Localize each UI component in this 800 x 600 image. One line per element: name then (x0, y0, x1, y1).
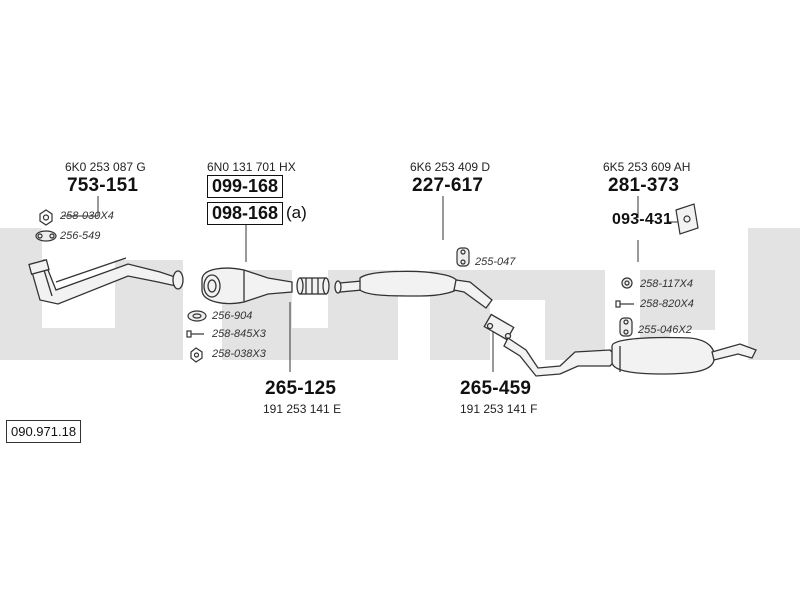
part-number: 753-151 (67, 175, 139, 196)
mount-bracket-icon (675, 203, 699, 235)
part-number-boxed: 099-168 (207, 175, 284, 198)
oe-number: 6K0 253 087 G (65, 160, 146, 174)
washer-icon (621, 277, 633, 289)
part-number: 265-459 (460, 378, 532, 399)
accessory-label: 256-549 (60, 230, 101, 242)
rubber-mount-icon (619, 317, 633, 337)
catalytic-converter (201, 267, 293, 305)
pipe-clamp (483, 313, 515, 341)
gasket-icon (35, 230, 57, 242)
middle-pipe (334, 270, 493, 309)
accessory-label: 255-046X2 (638, 324, 692, 336)
bolt-icon (186, 330, 204, 338)
rear-silencer (503, 336, 757, 377)
flex-connector (296, 277, 330, 295)
front-pipe (28, 257, 184, 305)
part-suffix: (a) (286, 203, 307, 222)
accessory-label: 258-845X3 (212, 328, 266, 340)
accessory-label: 258-117X4 (640, 278, 694, 290)
leader-lines (62, 196, 692, 372)
part-number-boxed: 098-168 (207, 202, 284, 225)
oe-number: 191 253 141 E (263, 402, 342, 416)
oe-number: 191 253 141 F (460, 402, 538, 416)
part-number: 281-373 (608, 175, 680, 196)
nut-icon (190, 347, 203, 363)
accessory-label: 258-038X3 (212, 348, 266, 360)
gasket-ring-icon (187, 310, 207, 322)
part-number: 227-617 (412, 175, 484, 196)
oe-number: 6K5 253 609 AH (603, 160, 691, 174)
part-number: 093-431 (612, 211, 673, 228)
part-number: 265-125 (265, 378, 337, 399)
accessory-label: 256-904 (212, 310, 253, 322)
oe-number: 6N0 131 701 HX (207, 160, 296, 174)
bolt-icon (615, 300, 634, 308)
accessory-label: 255-047 (475, 256, 516, 268)
rubber-mount-icon (456, 247, 470, 267)
accessory-label: 258-030X4 (60, 210, 114, 222)
accessory-label: 258-820X4 (640, 298, 694, 310)
diagram-reference: 090.971.18 (6, 420, 82, 443)
hex-nut-icon (39, 209, 53, 226)
oe-number: 6K6 253 409 D (410, 160, 491, 174)
